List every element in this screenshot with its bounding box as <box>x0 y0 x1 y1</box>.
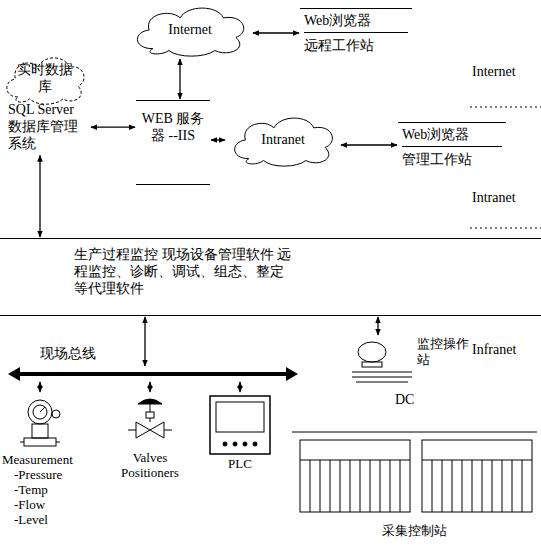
software-band: 生产过程监控 现场设备管理软件 远程监控、诊断、调试、组态、整定等代理软件 <box>0 238 541 316</box>
zone-label: Intranet <box>472 190 516 206</box>
connector-arrow <box>39 155 40 237</box>
node-text: WEB 服务器 --IIS <box>140 111 206 145</box>
instrument-node: Measurement-Pressure-Temp-Flow-Level <box>2 393 88 528</box>
instrument-icon <box>20 400 60 446</box>
node-text: PLC <box>205 457 275 472</box>
cabinet-icon <box>292 432 537 512</box>
connector-arrow <box>211 139 225 140</box>
connector-arrow <box>253 32 299 33</box>
workstation-box: Web浏览器管理工作站 <box>398 122 506 173</box>
database-cloud: 实时数据库 <box>0 52 90 106</box>
node-text: 管理工作站 <box>402 150 502 171</box>
workstation-box: Web浏览器远程工作站 <box>300 8 412 59</box>
connector-arrow <box>144 317 145 366</box>
node-text: Internet <box>168 22 212 39</box>
connector-arrow <box>239 382 240 392</box>
cabinet-node: 采集控制站 <box>292 426 537 539</box>
zone-label: Infranet <box>472 342 516 358</box>
plc-node: PLC <box>205 393 275 472</box>
dbms-box: SQL Server 数据库管理系统 <box>6 100 90 154</box>
connector-arrow <box>179 59 180 99</box>
node-text: -Flow <box>2 498 88 513</box>
node-text: 采集控制站 <box>292 524 537 539</box>
zone-label: Internet <box>472 64 516 80</box>
zone-divider <box>470 107 541 108</box>
node-text: DC <box>395 392 414 409</box>
connector-arrow <box>39 382 40 392</box>
node-text: 实时数据库 <box>17 62 73 96</box>
valve-node: Valves Positioners <box>108 393 192 481</box>
node-text: 生产过程监控 现场设备管理软件 远程监控、诊断、调试、组态、整定等代理软件 <box>74 247 296 297</box>
connector-arrow <box>341 144 397 145</box>
zone-divider <box>470 228 541 229</box>
node-text: 监控操作站 <box>417 336 471 367</box>
node-text: Web浏览器 <box>304 11 408 33</box>
network-cloud: Intranet <box>226 112 340 168</box>
plc-icon <box>210 396 270 454</box>
fieldbus-bar <box>8 367 298 381</box>
valve-icon <box>128 399 172 438</box>
connector-arrow <box>377 317 378 335</box>
node-text: -Pressure <box>2 468 88 483</box>
node-text: Web浏览器 <box>402 125 502 147</box>
server-box: WEB 服务器 --IIS <box>136 100 210 185</box>
connector-arrow <box>149 382 150 392</box>
node-text: Intranet <box>261 132 305 149</box>
node-text: Measurement <box>2 453 88 468</box>
node-text: 远程工作站 <box>304 36 408 57</box>
node-text: -Level <box>2 513 88 528</box>
node-text: Valves Positioners <box>108 451 192 481</box>
node-text: 现场总线 <box>40 346 96 363</box>
node-text: -Temp <box>2 483 88 498</box>
station-node: 监控操作站 DC <box>345 336 475 410</box>
operator-station-icon <box>352 342 412 382</box>
node-text: SQL Server 数据库管理系统 <box>8 102 88 152</box>
connector-arrow <box>91 127 135 128</box>
fieldbus: 现场总线 <box>8 367 298 381</box>
network-cloud: Internet <box>128 2 252 58</box>
